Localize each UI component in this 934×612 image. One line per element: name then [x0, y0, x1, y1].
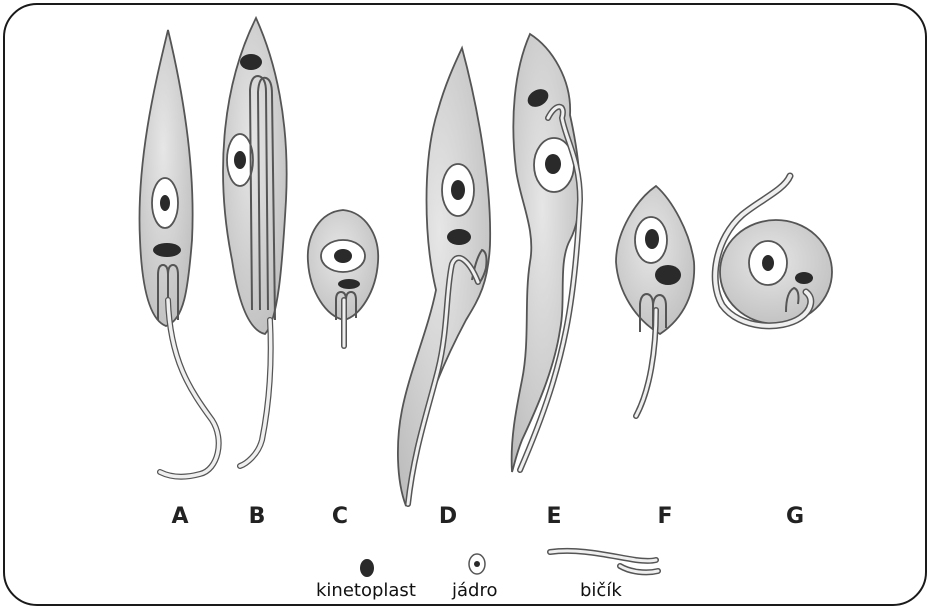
nucleus-center-d — [451, 180, 465, 200]
kinetoplast-g — [795, 272, 813, 284]
flagellum-b — [240, 320, 271, 466]
nucleus-center-c — [334, 249, 352, 263]
legend-flagellum-label: bičík — [580, 580, 622, 601]
form-a — [139, 30, 218, 477]
form-f — [616, 186, 694, 416]
legend-glyphs — [360, 551, 658, 577]
form-label-c: C — [320, 504, 360, 529]
form-label-a: A — [160, 504, 200, 529]
nucleus-center-e — [545, 154, 561, 174]
form-label-f: F — [645, 504, 685, 529]
form-label-b: B — [237, 504, 277, 529]
kinetoplast-c — [338, 279, 360, 289]
form-b — [223, 18, 287, 466]
form-d — [398, 48, 490, 506]
form-e — [512, 34, 580, 472]
nucleus-center-b — [234, 151, 246, 169]
kinetoplast-f — [655, 265, 681, 285]
form-label-d: D — [428, 504, 468, 529]
form-g — [715, 176, 832, 326]
nucleus-center-f — [645, 229, 659, 249]
nucleus-center-a — [160, 195, 170, 211]
form-label-g: G — [775, 504, 815, 529]
nucleus-center-g — [762, 255, 774, 271]
form-label-e: E — [534, 504, 574, 529]
legend-kinetoplast-icon — [360, 559, 374, 577]
kinetoplast-d — [447, 229, 471, 245]
kinetoplast-b — [240, 54, 262, 70]
form-c — [308, 210, 378, 346]
legend-flagellum-icon — [550, 551, 658, 572]
legend-kinetoplast-label: kinetoplast — [316, 580, 416, 601]
legend-nucleus-label: jádro — [452, 580, 497, 601]
kinetoplast-a — [153, 243, 181, 257]
